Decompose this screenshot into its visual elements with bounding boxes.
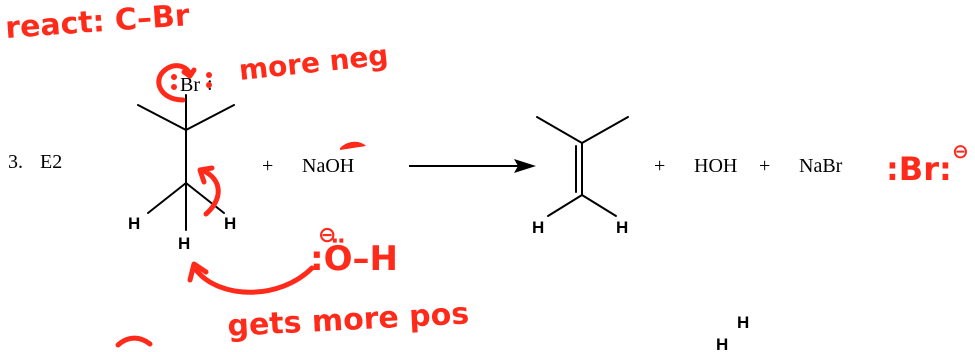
base-label: NaOH xyxy=(302,155,354,177)
annotation-react: react: C–Br xyxy=(4,0,191,46)
plus-sign-3: + xyxy=(759,155,770,177)
product-bond-left xyxy=(536,116,583,144)
hydrogen-right: H xyxy=(224,214,236,233)
product-structure xyxy=(536,116,629,217)
annotation-more-neg: more neg xyxy=(237,38,390,86)
curved-arrow-br-head xyxy=(181,67,197,79)
br-atom: Br xyxy=(180,74,200,96)
annotation-hydroxide: :Ö–H xyxy=(310,238,398,279)
product-hydrogen-right: H xyxy=(616,218,628,237)
water-label: HOH xyxy=(694,155,737,177)
curved-arrow-ch-head xyxy=(197,165,215,185)
annotation-bromide: :Br: xyxy=(886,150,952,188)
curved-arrow-br xyxy=(156,63,193,103)
annotation-bromide-charge: ⊖ xyxy=(952,139,969,163)
bond-c-h-right xyxy=(185,182,225,214)
mechanism-label: E2 xyxy=(40,151,62,173)
curved-arrow-hydroxide-head xyxy=(187,261,209,283)
cutoff-hydrogen-1: H xyxy=(716,335,728,352)
annotation-gets-more-pos: gets more pos xyxy=(227,296,470,344)
bond-right-methyl xyxy=(185,104,235,131)
bond-left-methyl xyxy=(137,104,187,131)
plus-sign-2: + xyxy=(654,155,665,177)
salt-label: NaBr xyxy=(799,155,843,177)
curved-arrow-hydroxide xyxy=(193,265,315,295)
bond-c-h-left xyxy=(147,182,187,214)
cutoff-hydrogen-2: H xyxy=(737,313,749,332)
hydrogen-bottom: H xyxy=(178,234,190,253)
cutoff-red-mark xyxy=(115,335,153,348)
annotation-hydroxide-charge: ⊖ xyxy=(318,223,336,248)
br-red-electrons xyxy=(171,72,212,90)
reactant-structure xyxy=(137,94,235,231)
oxygen-red-mark xyxy=(340,141,366,150)
product-bond-h-left xyxy=(547,194,583,217)
problem-number: 3. xyxy=(8,151,23,173)
reaction-arrow xyxy=(409,159,536,173)
plus-sign-1: + xyxy=(262,155,273,177)
product-bond-h-right xyxy=(581,194,617,217)
curved-arrow-ch xyxy=(199,167,221,217)
product-hydrogen-left: H xyxy=(532,218,544,237)
hydrogen-left: H xyxy=(128,214,140,233)
product-bond-right xyxy=(581,116,629,144)
